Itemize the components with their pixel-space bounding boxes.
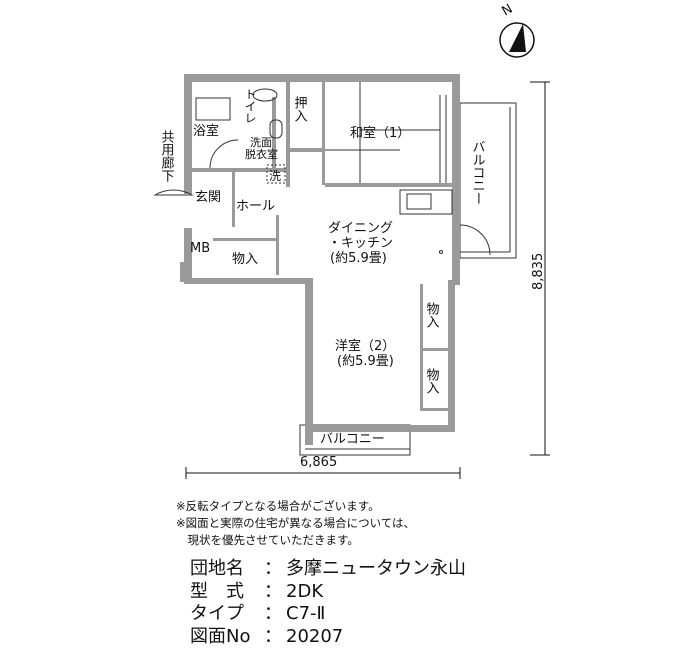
bathtub-icon [195, 97, 231, 121]
sink-icon [269, 119, 283, 139]
room-bath: 浴室 [193, 123, 219, 139]
entrance-door-icon[interactable] [153, 189, 194, 196]
width-dimension: 6,865 [300, 455, 337, 470]
info-key: 図面No [190, 625, 251, 647]
info-value: 多摩ニュータウン永山 [286, 558, 466, 579]
balcony-door-icon [459, 224, 491, 256]
room-dk-name-2: ・キッチン [328, 236, 393, 251]
note-line: ※図面と実際の住宅が異なる場合については、 [176, 516, 416, 530]
info-key: タイプ [190, 603, 244, 624]
info-value: 2DK [286, 580, 324, 602]
balcony-east-label: バルコニー [470, 140, 486, 205]
kitchen-sink-icon [406, 193, 432, 210]
notes: ※反転タイプとなる場合がございます。 ※図面と実際の住宅が異なる場合については、… [176, 498, 415, 549]
info-key: 団地名 [190, 558, 244, 579]
room-dk-size: (約5.9畳) [330, 251, 387, 266]
washer-label: 洗 [269, 169, 281, 183]
info-row-model: 型 式：2DK [190, 580, 324, 602]
info-value: C7-Ⅱ [286, 603, 326, 624]
room-storage-2: 物入 [424, 302, 440, 328]
room-youshitsu: 洋室（2） [335, 338, 395, 354]
kitchen-counter [399, 189, 453, 215]
toilet-icon [252, 88, 278, 102]
note-line: 現状を優先させていただきます。 [176, 533, 359, 547]
room-dk-name: ダイニング [328, 221, 393, 236]
info-row-complex: 団地名：多摩ニュータウン永山 [190, 558, 466, 579]
room-youshitsu-size: (約5.9畳) [337, 354, 394, 369]
room-storage-1: 物入 [232, 252, 258, 267]
room-genkan: 玄関 [195, 190, 221, 205]
dimension-lines [185, 81, 550, 479]
room-mb: MB [190, 241, 210, 256]
info-value: 20207 [286, 625, 344, 647]
room-storage-3: 物入 [424, 368, 440, 394]
balcony-south-label: バルコニー [320, 432, 385, 447]
room-washroom-1: 洗面 [250, 136, 272, 149]
room-toilet: トイレ [243, 88, 257, 124]
room-washroom-2: 脱衣室 [245, 147, 278, 161]
balcony-east [459, 102, 517, 259]
north-arrow-icon: N [499, 2, 535, 58]
note-line: ※反転タイプとなる場合がございます。 [176, 499, 380, 513]
washer-space-icon [266, 164, 286, 184]
north-label: N [500, 2, 516, 20]
room-washitsu: 和室（1） [350, 125, 410, 141]
depth-dimension: 8,835 [531, 253, 546, 290]
room-oshiire: 押入 [292, 96, 308, 122]
outlet-icon [439, 250, 443, 254]
info-row-type: タイプ：C7-Ⅱ [190, 603, 326, 624]
property-info: 団地名：多摩ニュータウン永山 型 式：2DK タイプ：C7-Ⅱ 図面No：202… [190, 558, 466, 648]
info-key: 型 式 [190, 580, 244, 602]
walls [180, 74, 460, 445]
info-row-drawing-no: 図面No：20207 [190, 625, 344, 647]
room-hall: ホール [236, 199, 275, 214]
bath-door-icon [209, 139, 239, 169]
common-corridor-label: 共用廊下 [159, 130, 175, 182]
